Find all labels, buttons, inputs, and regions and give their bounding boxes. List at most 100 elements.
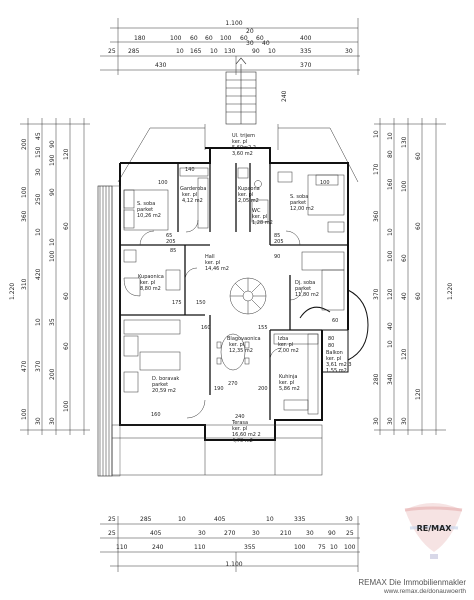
bottom-row2-dim: 25 xyxy=(346,530,354,537)
room-floor: parket xyxy=(295,286,311,292)
room-area: 4,12 m2 xyxy=(182,198,203,204)
interior-dim: 155 xyxy=(258,325,268,331)
room-floor: parket xyxy=(152,382,168,388)
bottom-row2-dim: 210 xyxy=(280,530,292,537)
left-col2-dim: 370 xyxy=(35,360,42,372)
right-col3-dim: 60 xyxy=(401,254,408,262)
left-col4-dim: 60 xyxy=(63,292,70,300)
right-col4-dims: 60 60 60 120 xyxy=(415,152,422,400)
left-col3-dim: 200 xyxy=(49,368,56,380)
room-floor: ker. pl xyxy=(326,356,341,362)
right-col2-dim: 80 xyxy=(387,150,394,158)
top-row2-dim: 10 xyxy=(268,48,276,55)
right-col2-dim: 340 xyxy=(387,373,394,385)
top-total-dim: 1.100 xyxy=(225,20,242,27)
interior-dim: 140 xyxy=(185,167,195,173)
room-name: WC xyxy=(252,208,261,214)
room-floor: parket xyxy=(290,200,306,206)
top-row2-dim: 10 xyxy=(176,48,184,55)
top-row3-dim: 370 xyxy=(300,62,312,69)
room-name: Ul. trijem xyxy=(232,133,255,139)
bottom-row3-dim: 355 xyxy=(244,544,256,551)
top-row3-dim: 430 xyxy=(155,62,167,69)
right-total-dim: 1.220 xyxy=(447,283,454,300)
right-col1-dim: 170 xyxy=(373,163,380,175)
left-col1-dim: 360 xyxy=(21,210,28,222)
left-col2-dim: 10 xyxy=(35,318,42,326)
interior-dim: 60 xyxy=(332,318,338,324)
top-row3-dims: 430 370 240 xyxy=(155,62,312,102)
interior-dim: 100 xyxy=(158,180,168,186)
bottom-row1-dim: 405 xyxy=(214,516,226,523)
room-name: S. soba xyxy=(137,201,155,207)
top-row2-dim: 30 xyxy=(345,48,353,55)
room-area: 5,60m2 2 xyxy=(232,145,256,151)
right-col3-dim: 130 xyxy=(401,136,408,148)
right-col1-dims: 10 170 360 370 280 30 xyxy=(373,130,380,425)
spiral-stair xyxy=(229,277,267,315)
room-area: 11,80 m2 xyxy=(295,292,319,298)
bottom-row3-dim: 110 xyxy=(194,544,206,551)
right-col2-dims: 10 80 160 10 100 120 40 10 340 30 xyxy=(387,132,394,425)
room-floor: ker. pl xyxy=(232,426,247,432)
left-col2-dim: 10 xyxy=(35,228,42,236)
interior-dims: 100 100 140 65 205 85 90 85 205 175 150 … xyxy=(151,167,338,420)
left-total-dim: 1.220 xyxy=(9,283,16,300)
balcony-bay xyxy=(299,289,369,373)
top-row1-dim: 60 xyxy=(256,35,264,42)
left-col1-dim: 470 xyxy=(21,360,28,372)
room-floor: ker. pl xyxy=(238,192,253,198)
stair-dim: 240 xyxy=(281,90,288,102)
left-col1-dim: 200 xyxy=(21,138,28,150)
top-row1-dim: 180 xyxy=(134,35,146,42)
room-area: 12,00 m2 xyxy=(290,206,314,212)
left-dimension-lines xyxy=(20,118,90,435)
interior-dim: 205 xyxy=(274,239,284,245)
left-col2-dim: 30 xyxy=(35,417,42,425)
terrace-outline xyxy=(111,424,323,476)
top-row2-dim: 10 xyxy=(210,48,218,55)
room-area: 8,80 m2 xyxy=(140,286,161,292)
top-row2-dim: 165 xyxy=(190,48,202,55)
top-row2a-dim: 30 xyxy=(246,40,254,47)
left-col2-dim: 150 xyxy=(35,146,42,158)
room-name: Kupaonica xyxy=(138,274,164,280)
room-area: 20,59 m2 xyxy=(152,388,176,394)
interior-dim: 80 xyxy=(328,336,334,342)
room-area-2: 3,60 m2 xyxy=(232,151,253,157)
bottom-row3-dim: 110 xyxy=(116,544,128,551)
watermark-line2: www.remax.de/donauwoerth xyxy=(383,588,466,595)
room-floor: ker. pl xyxy=(278,342,293,348)
top-row1-dim: 60 xyxy=(205,35,213,42)
room-floor: ker. pl xyxy=(182,192,197,198)
right-col4-dim: 60 xyxy=(415,292,422,300)
left-hatch-strip xyxy=(97,185,121,477)
left-col3-dim: 90 xyxy=(49,140,56,148)
left-col4-dim: 120 xyxy=(63,148,70,160)
interior-dim: 150 xyxy=(196,300,206,306)
interior-dim: 90 xyxy=(274,254,280,260)
bottom-row2-dim: 405 xyxy=(150,530,162,537)
room-area: 16,60 m2 2 xyxy=(232,432,261,438)
room-area: 2,05 m2 xyxy=(238,198,259,204)
interior-dim: 270 xyxy=(228,381,238,387)
left-col4-dim: 100 xyxy=(63,400,70,412)
room-floor: ker. pl xyxy=(140,280,155,286)
right-col1-dim: 10 xyxy=(373,130,380,138)
right-col1-dim: 360 xyxy=(373,210,380,222)
right-col3-dim: 120 xyxy=(401,348,408,360)
right-col1-dim: 370 xyxy=(373,288,380,300)
remax-balloon-logo: RE/MAX xyxy=(404,503,463,559)
watermark-line1: REMAX Die Immobilienmakler xyxy=(358,578,466,587)
room-floor: ker. pl xyxy=(279,380,294,386)
left-col2-dim: 250 xyxy=(35,193,42,205)
left-col3-dim: 10 xyxy=(49,238,56,246)
bottom-row1-dim: 25 xyxy=(108,516,116,523)
top-row2a-dim: 40 xyxy=(262,40,270,47)
bottom-row2-dim: 30 xyxy=(252,530,260,537)
bottom-row1-dim: 335 xyxy=(294,516,306,523)
interior-dim: 175 xyxy=(172,300,182,306)
right-col2-dim: 120 xyxy=(387,288,394,300)
left-col2-dim: 420 xyxy=(35,268,42,280)
top-row2-dim: 90 xyxy=(252,48,260,55)
